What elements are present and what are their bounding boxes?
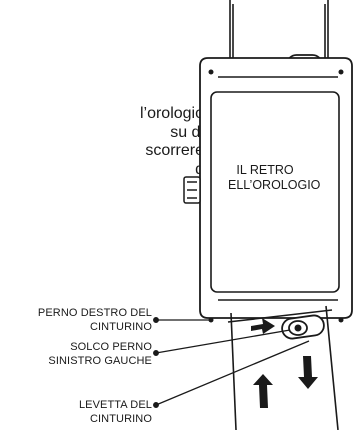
watch-crown xyxy=(183,176,201,204)
callout-left-pin-groove: SOLCO PERNO SINISTRO GAUCHE xyxy=(0,340,152,368)
callout-line: SOLCO PERNO xyxy=(70,341,152,353)
callout-line: PERNO DESTRO DEL xyxy=(37,307,152,319)
callout-leaders xyxy=(153,317,310,408)
arrow-down-icon xyxy=(298,356,318,389)
callout-line: SINISTRO GAUCHE xyxy=(48,355,152,367)
watch-back-panel xyxy=(210,91,340,293)
callout-line: CINTURINO xyxy=(89,321,152,333)
arrow-up-icon xyxy=(253,374,273,408)
bottom-strap xyxy=(227,305,339,430)
bottom-pin-lever xyxy=(281,314,325,340)
watch-back-label: IL RETRO ELL’OROLOGIO xyxy=(228,163,321,193)
callout-line: LEVETTA DEL xyxy=(78,399,152,411)
callout-right-pin: PERNO DESTRO DEL CINTURINO xyxy=(0,306,152,334)
case-horn-lines xyxy=(218,76,338,301)
intro-line: scorrere xyxy=(145,142,204,159)
watch-back-label-line: IL RETRO xyxy=(236,163,294,177)
strap-pin-dots xyxy=(208,69,344,323)
intro-line: l’orologio xyxy=(139,105,204,122)
callout-strap-lever: LEVETTA DEL CINTURINO xyxy=(0,398,152,426)
callout-line: CINTURINO xyxy=(89,413,152,425)
intro-line: su di xyxy=(170,123,204,141)
arrow-right-icon xyxy=(251,318,275,334)
watch-back-label-line: ELL’OROLOGIO xyxy=(228,178,321,192)
